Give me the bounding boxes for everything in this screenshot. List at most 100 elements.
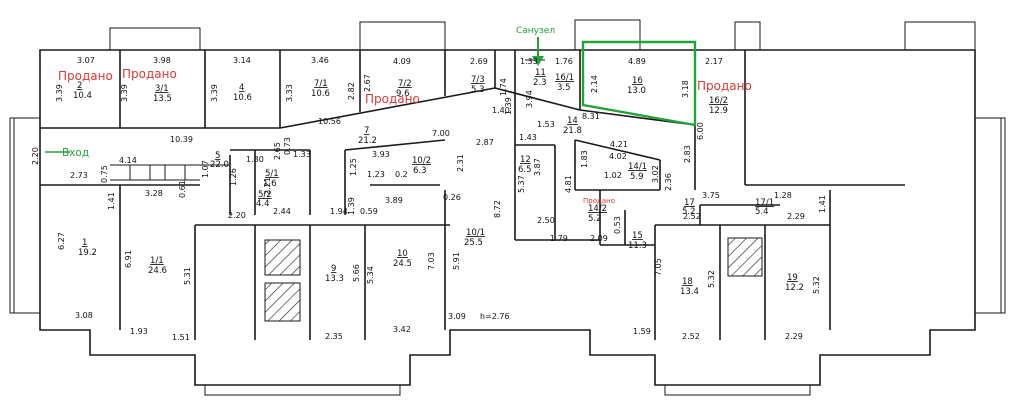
svg-text:2.14: 2.14 bbox=[590, 75, 599, 93]
svg-text:3.28: 3.28 bbox=[145, 189, 163, 198]
svg-text:1.07: 1.07 bbox=[201, 160, 210, 178]
room-number: 7/1 bbox=[314, 79, 328, 89]
svg-text:3.14: 3.14 bbox=[233, 56, 251, 65]
room-number: 16 bbox=[632, 76, 643, 86]
svg-text:1.26: 1.26 bbox=[229, 168, 238, 186]
room-area: 12.2 bbox=[785, 283, 804, 293]
svg-text:3.08: 3.08 bbox=[75, 311, 93, 320]
room-area: 24.5 bbox=[393, 259, 412, 269]
room-area: 19.2 bbox=[78, 248, 97, 258]
shaft-hatch bbox=[727, 237, 763, 277]
svg-text:2.73: 2.73 bbox=[70, 171, 88, 180]
room-labels: 1 19.2 1/1 24.6 2 10.4 3/1 13.5 4 10.6 5… bbox=[73, 68, 804, 297]
svg-text:0.61: 0.61 bbox=[178, 180, 187, 198]
highlighted-room-outline bbox=[581, 40, 697, 127]
svg-text:2.65: 2.65 bbox=[273, 142, 282, 160]
svg-text:3.07: 3.07 bbox=[77, 56, 95, 65]
room-number: 10 bbox=[397, 249, 408, 259]
svg-text:3.89: 3.89 bbox=[385, 196, 403, 205]
dimension-labels: 3.07 3.98 3.14 3.46 4.09 2.69 1.33 1.76 … bbox=[31, 56, 827, 342]
svg-text:1.41: 1.41 bbox=[107, 192, 116, 210]
svg-text:4.21: 4.21 bbox=[610, 140, 628, 149]
room-area: 10.6 bbox=[233, 93, 252, 103]
room-number: 10/1 bbox=[466, 228, 485, 238]
svg-text:2.87: 2.87 bbox=[476, 138, 494, 147]
svg-text:3.75: 3.75 bbox=[702, 191, 720, 200]
room-number: 1 bbox=[82, 238, 87, 248]
svg-text:2.17: 2.17 bbox=[705, 57, 723, 66]
entrance-label: Вход bbox=[62, 147, 89, 159]
room-number: 15 bbox=[632, 231, 643, 241]
svg-text:1.53: 1.53 bbox=[537, 120, 555, 129]
room-area: 4.4 bbox=[256, 199, 270, 209]
svg-text:2.35: 2.35 bbox=[325, 332, 343, 341]
room-area: 5.2 bbox=[682, 207, 696, 217]
svg-text:2.50: 2.50 bbox=[537, 216, 555, 225]
room-area: 25.5 bbox=[464, 238, 483, 248]
svg-text:2.09: 2.09 bbox=[590, 234, 608, 243]
svg-text:3.33: 3.33 bbox=[285, 84, 294, 102]
room-area: 5.9 bbox=[630, 172, 644, 182]
room-area: 13.0 bbox=[627, 86, 646, 96]
room-number: 7/3 bbox=[471, 75, 485, 85]
svg-text:4.02: 4.02 bbox=[609, 152, 627, 161]
ceiling-height: h=2.76 bbox=[480, 312, 510, 321]
svg-text:1.43: 1.43 bbox=[519, 133, 537, 142]
svg-text:2.36: 2.36 bbox=[664, 173, 673, 191]
room-area: 13.4 bbox=[680, 287, 699, 297]
svg-text:5.37: 5.37 bbox=[517, 175, 526, 193]
svg-text:0.26: 0.26 bbox=[443, 193, 461, 202]
shaft-hatch bbox=[264, 239, 301, 276]
svg-text:1.74: 1.74 bbox=[499, 78, 508, 96]
svg-text:6.00: 6.00 bbox=[696, 122, 705, 140]
svg-text:4.81: 4.81 bbox=[564, 175, 573, 193]
svg-text:3.09: 3.09 bbox=[448, 312, 466, 321]
svg-text:3.87: 3.87 bbox=[533, 158, 542, 176]
svg-text:1.41: 1.41 bbox=[818, 195, 827, 213]
svg-text:7.03: 7.03 bbox=[427, 252, 436, 270]
svg-text:1.93: 1.93 bbox=[130, 327, 148, 336]
svg-text:2.82: 2.82 bbox=[347, 82, 356, 100]
bathroom-arrow-head bbox=[532, 56, 544, 66]
svg-text:0.73: 0.73 bbox=[283, 137, 292, 155]
svg-text:2.20: 2.20 bbox=[31, 147, 40, 165]
sold-label: Продано bbox=[58, 69, 113, 83]
svg-text:1.25: 1.25 bbox=[349, 158, 358, 176]
svg-text:3.18: 3.18 bbox=[681, 80, 690, 98]
svg-text:3.02: 3.02 bbox=[651, 165, 660, 183]
svg-text:1.59: 1.59 bbox=[633, 327, 651, 336]
svg-text:5.32: 5.32 bbox=[812, 276, 821, 294]
room-number: 5 bbox=[215, 151, 220, 161]
room-area: 11.3 bbox=[628, 241, 647, 251]
sold-label: Продано bbox=[697, 79, 752, 93]
room-number: 11 bbox=[535, 68, 546, 78]
room-number: 14/1 bbox=[628, 162, 647, 172]
room-number: 5/2 bbox=[258, 190, 272, 200]
room-area: 5.4 bbox=[755, 207, 769, 217]
svg-text:1.02: 1.02 bbox=[604, 171, 622, 180]
svg-text:1.28: 1.28 bbox=[774, 191, 792, 200]
room-number: 17 bbox=[684, 198, 695, 208]
room-number: 7 bbox=[364, 126, 369, 136]
svg-text:2.20: 2.20 bbox=[228, 211, 246, 220]
svg-text:1.76: 1.76 bbox=[555, 57, 573, 66]
svg-text:3.39: 3.39 bbox=[55, 84, 64, 102]
room-area: 5.3 bbox=[471, 85, 485, 95]
room-area: 10.6 bbox=[311, 89, 330, 99]
room-number: 14 bbox=[567, 116, 578, 126]
svg-text:2.21: 2.21 bbox=[263, 177, 272, 195]
room-number: 2 bbox=[77, 81, 82, 91]
room-number: 16/1 bbox=[555, 73, 574, 83]
room-area: 21.8 bbox=[563, 126, 582, 136]
room-number: 17/1 bbox=[755, 198, 774, 208]
svg-text:8.72: 8.72 bbox=[493, 200, 502, 218]
svg-text:2.52: 2.52 bbox=[683, 212, 701, 221]
svg-text:1.39: 1.39 bbox=[504, 97, 513, 115]
room-area: 24.6 bbox=[148, 266, 167, 276]
room-area: 2.3 bbox=[533, 78, 547, 88]
svg-text:2.67: 2.67 bbox=[363, 74, 372, 92]
room-number: 9 bbox=[331, 264, 336, 274]
svg-text:4.14: 4.14 bbox=[119, 156, 137, 165]
svg-text:4.09: 4.09 bbox=[393, 57, 411, 66]
